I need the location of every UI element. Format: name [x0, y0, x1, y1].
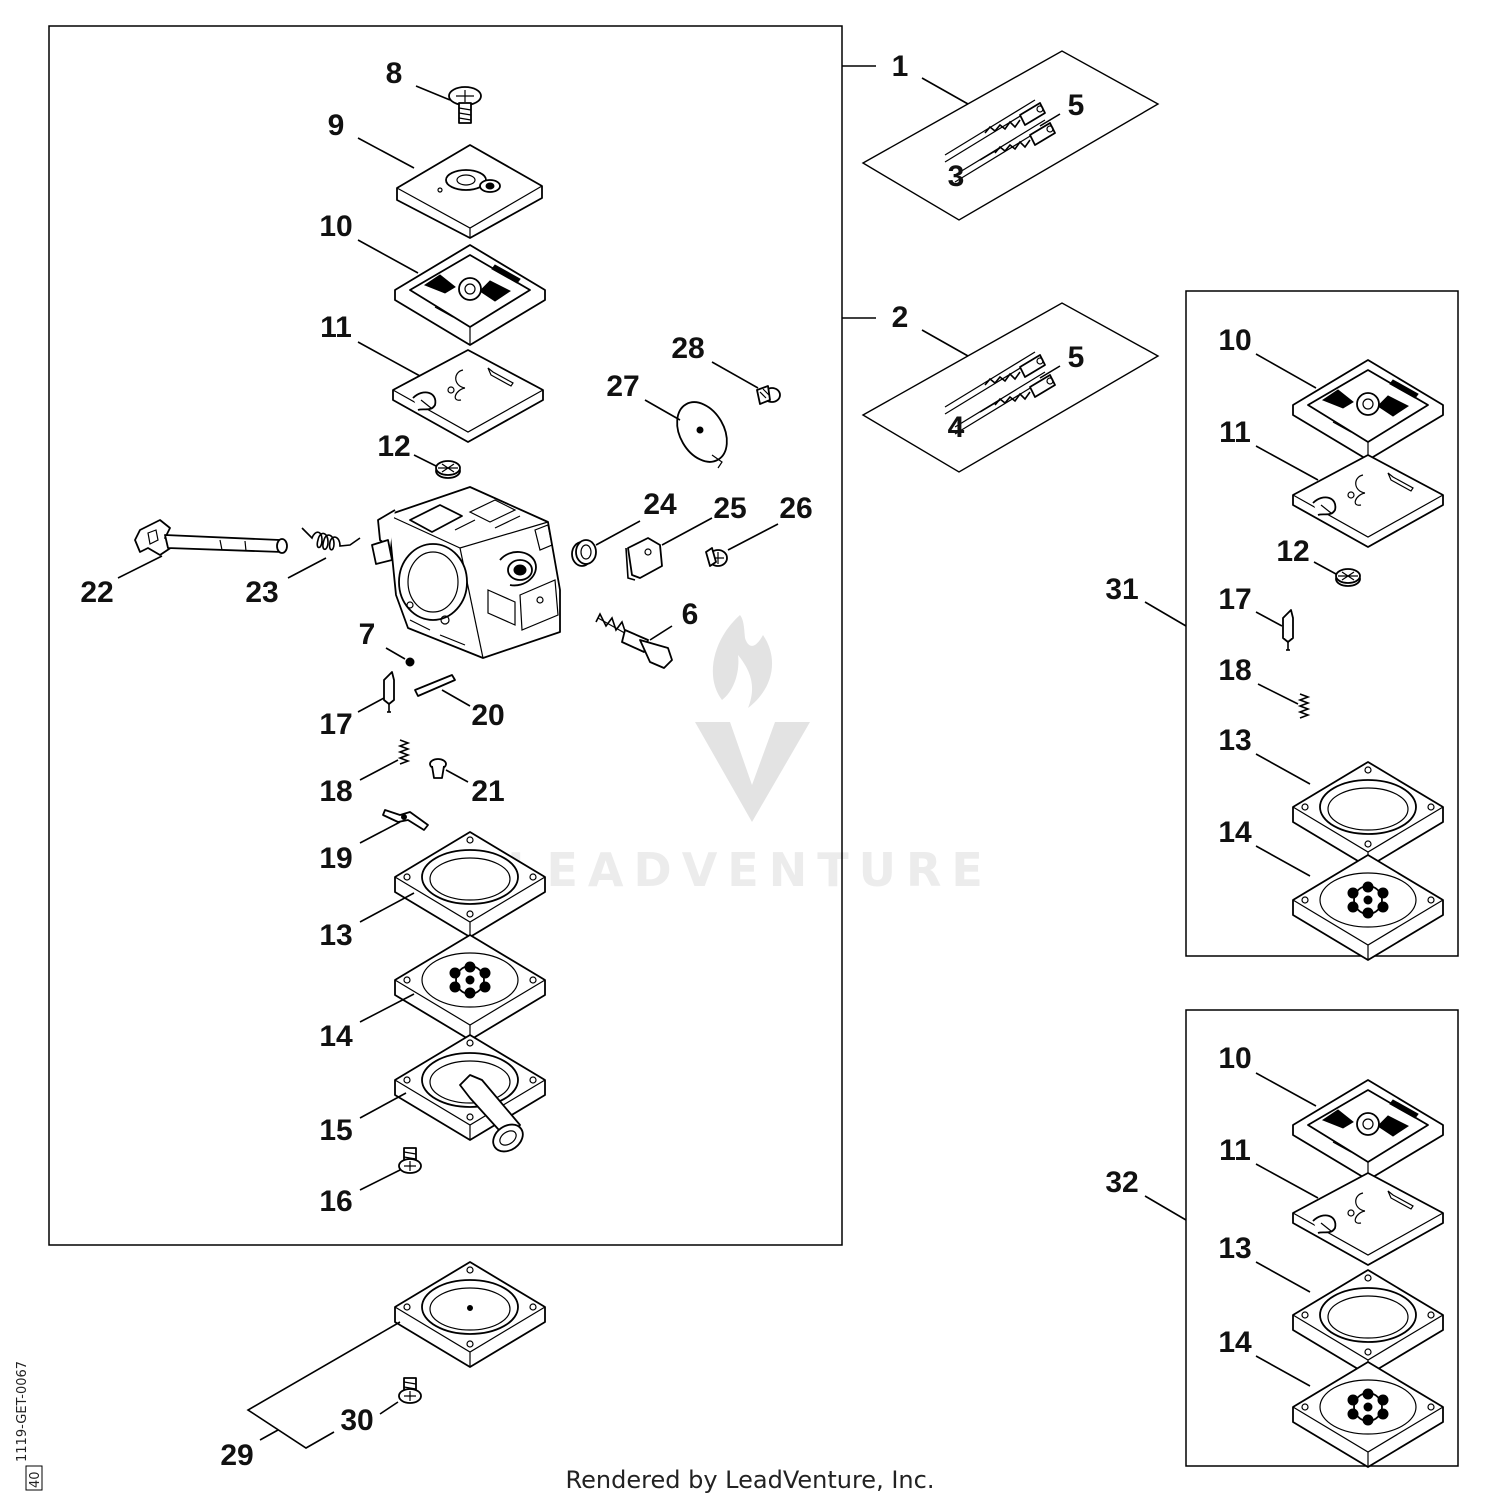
- part-22-throttle-shaft: [117, 519, 288, 579]
- part-2-screw-kit: [861, 302, 1160, 473]
- callout-9: 9: [328, 109, 345, 142]
- part-15-end-cover: [359, 1034, 546, 1153]
- footer-credit: Rendered by LeadVenture, Inc.: [566, 1466, 935, 1494]
- callout-25: 25: [713, 492, 746, 525]
- kit32-part-13: [1292, 1269, 1444, 1376]
- part-6-adjusting-screw: [595, 612, 673, 669]
- carburetor-body: [371, 486, 561, 659]
- part-7-ball: [385, 647, 415, 667]
- part-26-screw: [705, 523, 779, 567]
- kit32-part-11: [1292, 1172, 1444, 1266]
- callout-13: 13: [319, 919, 352, 952]
- callout-23: 23: [245, 576, 278, 609]
- kit31-callout-13: 13: [1218, 724, 1251, 757]
- callout-27: 27: [606, 370, 639, 403]
- kit31-callout-12: 12: [1276, 535, 1309, 568]
- document-id: 1119-GET-0067: [15, 1361, 30, 1462]
- callout-31: 31: [1105, 573, 1138, 606]
- callout-18: 18: [319, 775, 352, 808]
- part-27-throttle-valve: [644, 399, 728, 469]
- part-16-screw: [359, 1147, 422, 1191]
- part-11-diaphragm: [392, 349, 544, 443]
- kit-32-frame: [1185, 1009, 1459, 1467]
- part-19-lever: [359, 809, 429, 844]
- callout-29: 29: [220, 1439, 253, 1472]
- callout-12: 12: [377, 430, 410, 463]
- leadventure-watermark: LEADVENTURE: [507, 615, 993, 897]
- callout-3: 3: [948, 160, 965, 193]
- callout-17: 17: [319, 708, 352, 741]
- callout-32: 32: [1105, 1166, 1138, 1199]
- part-8-screw: [415, 85, 482, 124]
- watermark-text: LEADVENTURE: [507, 843, 993, 897]
- kit32-part-10: [1292, 1079, 1444, 1181]
- part-14-metering-diaphragm: [394, 934, 546, 1041]
- part-21-screw: [429, 758, 469, 783]
- main-assembly-frame: [48, 25, 843, 1246]
- callout-21: 21: [471, 775, 504, 808]
- part-25-clip: [625, 517, 713, 581]
- callout-19: 19: [319, 842, 352, 875]
- callout-14: 14: [319, 1020, 353, 1053]
- part-10-gasket: [394, 244, 546, 346]
- callout-7: 7: [359, 618, 376, 651]
- kit31-callout-17: 17: [1218, 583, 1251, 616]
- part-9-cover: [357, 137, 543, 239]
- kit32-callout-11: 11: [1219, 1134, 1251, 1167]
- kit32-callout-10: 10: [1218, 1042, 1251, 1075]
- part-30-screw: [379, 1377, 422, 1415]
- document-id-text: 1119-GET-0067: [15, 1361, 30, 1462]
- kit31-part-13: [1292, 761, 1444, 868]
- callout-22: 22: [80, 576, 113, 609]
- callout-2: 2: [892, 301, 909, 334]
- callout-11: 11: [320, 311, 352, 344]
- kit31-callout-10: 10: [1218, 324, 1251, 357]
- kit31-part-18: [1299, 693, 1309, 719]
- kit31-callout-18: 18: [1218, 654, 1251, 687]
- part-1-screw-kit: [861, 50, 1160, 221]
- callout-6: 6: [682, 598, 699, 631]
- callout-20: 20: [471, 699, 504, 732]
- callout-26: 26: [779, 492, 812, 525]
- kit32-callout-13: 13: [1218, 1232, 1251, 1265]
- callout-30: 30: [340, 1404, 373, 1437]
- part-28-screw: [711, 361, 781, 405]
- part-18-spring: [399, 739, 409, 765]
- callout-4: 4: [948, 411, 965, 444]
- callout-8: 8: [386, 57, 403, 90]
- document-revision: 40: [28, 1471, 43, 1488]
- callout-5a: 5: [1068, 89, 1085, 122]
- kit31-part-12: [1313, 561, 1361, 587]
- part-17-inlet-needle: [383, 671, 395, 713]
- part-12-strainer: [413, 454, 461, 479]
- callout-1: 1: [892, 50, 909, 83]
- kit32-callout-14: 14: [1218, 1326, 1252, 1359]
- kit31-callout-14: 14: [1218, 816, 1252, 849]
- kit31-part-17: [1282, 609, 1294, 651]
- kit31-part-11: [1292, 454, 1444, 548]
- kit-31-frame: [1185, 290, 1459, 957]
- callout-15: 15: [319, 1114, 352, 1147]
- callout-24: 24: [643, 488, 677, 521]
- part-29-end-cover-assembly: [246, 1261, 546, 1449]
- part-23-torsion-spring: [287, 527, 361, 579]
- callout-28: 28: [671, 332, 704, 365]
- kit31-callout-12-label-11: 11: [1219, 416, 1251, 449]
- kit31-part-10: [1292, 359, 1444, 461]
- callout-16: 16: [319, 1185, 352, 1218]
- part-20-pin: [414, 674, 471, 707]
- callout-5b: 5: [1068, 341, 1085, 374]
- kit32-part-14: [1292, 1361, 1444, 1468]
- part-24-bushing: [571, 520, 641, 567]
- kit31-part-14: [1292, 854, 1444, 961]
- callout-10: 10: [319, 210, 352, 243]
